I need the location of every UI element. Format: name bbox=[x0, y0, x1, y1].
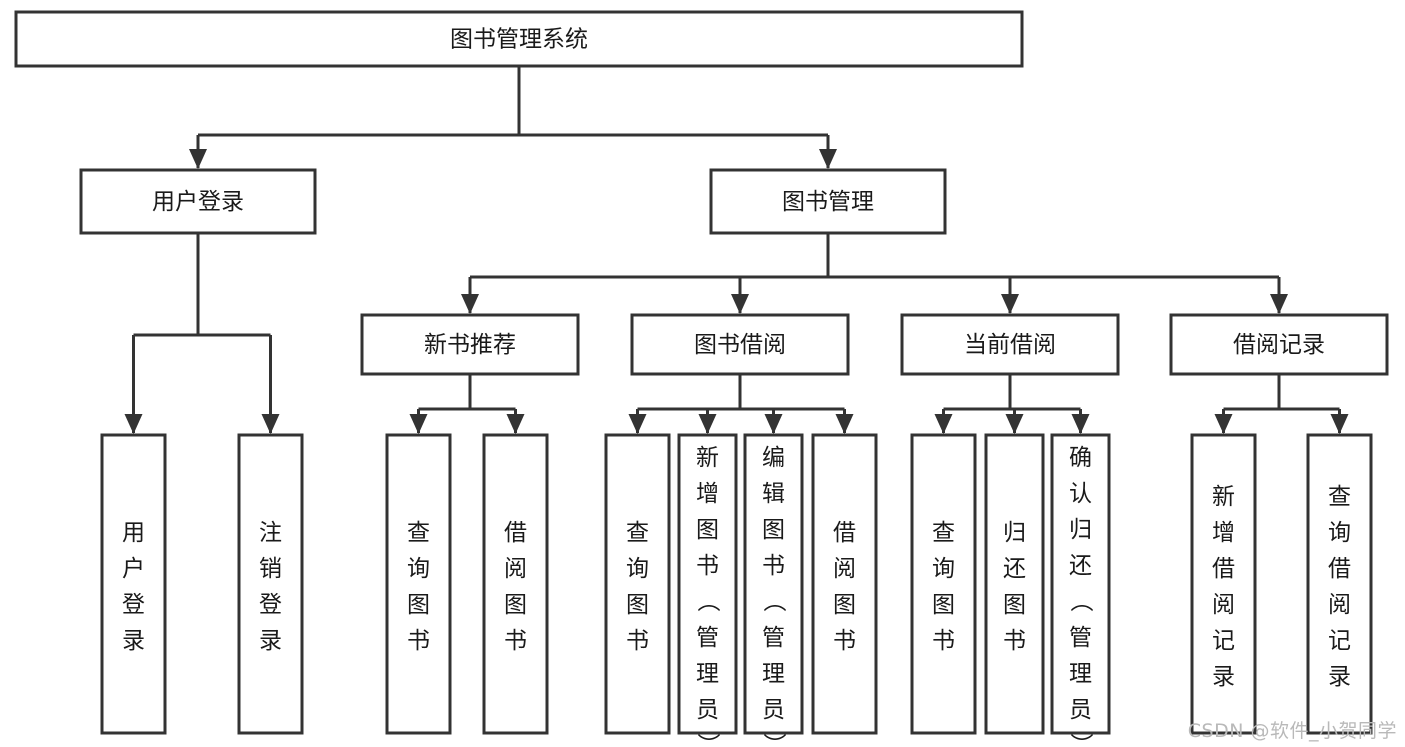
node-leaf-3-借阅图书[interactable]: 借阅图书 bbox=[482, 433, 549, 735]
node-leaf-6-编辑图书（管理员）[interactable]: 编辑图书（管理员） bbox=[743, 433, 804, 747]
node-leaf-5-新增图书（管理员）[interactable]: 新增图书（管理员） bbox=[677, 433, 738, 747]
arrow-head-icon bbox=[819, 149, 837, 169]
node-l3-新书推荐[interactable]: 新书推荐 bbox=[360, 313, 580, 376]
node-leaf-4-查询图书[interactable]: 查询图书 bbox=[604, 433, 671, 735]
node-label: 查询借阅记录 bbox=[1328, 484, 1351, 690]
node-leaf-0-用户登录[interactable]: 用户登录 bbox=[100, 433, 167, 735]
node-label: 新增图书（管理员） bbox=[696, 445, 721, 747]
node-label: 新增借阅记录 bbox=[1212, 484, 1235, 690]
node-rect bbox=[1050, 433, 1111, 735]
node-label: 图书管理系统 bbox=[450, 27, 588, 53]
node-label: 编辑图书（管理员） bbox=[762, 445, 787, 747]
arrow-head-icon bbox=[124, 414, 143, 434]
arrow-head-icon bbox=[1330, 414, 1349, 434]
connector-layer bbox=[124, 66, 1349, 434]
node-l2-用户登录[interactable]: 用户登录 bbox=[79, 168, 317, 235]
node-label: 新书推荐 bbox=[424, 332, 516, 358]
arrow-head-icon bbox=[1270, 294, 1288, 314]
node-label: 借阅记录 bbox=[1233, 332, 1325, 358]
arrow-head-icon bbox=[1071, 414, 1090, 434]
node-leaf-10-确认归还（管理员）[interactable]: 确认归还（管理员） bbox=[1050, 433, 1111, 747]
arrow-head-icon bbox=[698, 414, 717, 434]
node-label: 用户登录 bbox=[152, 189, 244, 215]
arrow-head-icon bbox=[506, 414, 525, 434]
node-label: 图书借阅 bbox=[694, 332, 786, 358]
node-rect bbox=[14, 10, 1024, 68]
node-label: 当前借阅 bbox=[964, 332, 1056, 358]
node-leaf-7-借阅图书[interactable]: 借阅图书 bbox=[811, 433, 878, 735]
csdn-watermark: CSDN @软件_小贺同学 bbox=[1187, 720, 1397, 742]
node-label: 归还图书 bbox=[1003, 520, 1026, 654]
arrow-head-icon bbox=[835, 414, 854, 434]
arrow-head-icon bbox=[1001, 294, 1019, 314]
node-rect bbox=[100, 433, 167, 735]
arrow-head-icon bbox=[1005, 414, 1024, 434]
node-label: 图书管理 bbox=[782, 189, 874, 215]
node-rect bbox=[237, 433, 304, 735]
node-l3-当前借阅[interactable]: 当前借阅 bbox=[900, 313, 1120, 376]
node-rect bbox=[604, 433, 671, 735]
node-rect bbox=[385, 433, 452, 735]
node-rect bbox=[482, 433, 549, 735]
arrow-head-icon bbox=[934, 414, 953, 434]
node-leaf-11-新增借阅记录[interactable]: 新增借阅记录 bbox=[1190, 433, 1257, 735]
node-root-图书管理系统[interactable]: 图书管理系统 bbox=[14, 10, 1024, 68]
node-rect bbox=[360, 313, 580, 376]
node-rect bbox=[1190, 433, 1257, 735]
node-leaf-12-查询借阅记录[interactable]: 查询借阅记录 bbox=[1306, 433, 1373, 735]
node-label: 借阅图书 bbox=[833, 520, 856, 654]
node-l3-借阅记录[interactable]: 借阅记录 bbox=[1169, 313, 1389, 376]
node-leaf-9-归还图书[interactable]: 归还图书 bbox=[984, 433, 1045, 735]
node-label: 查询图书 bbox=[932, 520, 955, 654]
arrow-head-icon bbox=[731, 294, 749, 314]
node-rect bbox=[1169, 313, 1389, 376]
arrow-head-icon bbox=[628, 414, 647, 434]
node-label: 借阅图书 bbox=[504, 520, 527, 654]
arrow-head-icon bbox=[1214, 414, 1233, 434]
node-rect bbox=[910, 433, 977, 735]
node-label: 查询图书 bbox=[407, 520, 430, 654]
arrow-head-icon bbox=[261, 414, 280, 434]
node-label: 注销登录 bbox=[259, 520, 282, 654]
arrow-head-icon bbox=[189, 149, 207, 169]
node-rect bbox=[677, 433, 738, 735]
node-rect bbox=[630, 313, 850, 376]
arrow-head-icon bbox=[409, 414, 428, 434]
node-rect bbox=[743, 433, 804, 735]
node-layer: 图书管理系统用户登录图书管理新书推荐图书借阅当前借阅借阅记录用户登录注销登录查询… bbox=[14, 10, 1389, 747]
node-l3-图书借阅[interactable]: 图书借阅 bbox=[630, 313, 850, 376]
node-leaf-1-注销登录[interactable]: 注销登录 bbox=[237, 433, 304, 735]
arrow-head-icon bbox=[461, 294, 479, 314]
node-rect bbox=[709, 168, 947, 235]
node-leaf-8-查询图书[interactable]: 查询图书 bbox=[910, 433, 977, 735]
node-rect bbox=[984, 433, 1045, 735]
node-rect bbox=[79, 168, 317, 235]
node-rect bbox=[1306, 433, 1373, 735]
node-rect bbox=[900, 313, 1120, 376]
node-label: 用户登录 bbox=[122, 520, 145, 654]
arrow-head-icon bbox=[764, 414, 783, 434]
node-label: 确认归还（管理员） bbox=[1069, 445, 1094, 747]
node-l2-图书管理[interactable]: 图书管理 bbox=[709, 168, 947, 235]
node-rect bbox=[811, 433, 878, 735]
node-label: 查询图书 bbox=[626, 520, 649, 654]
node-leaf-2-查询图书[interactable]: 查询图书 bbox=[385, 433, 452, 735]
